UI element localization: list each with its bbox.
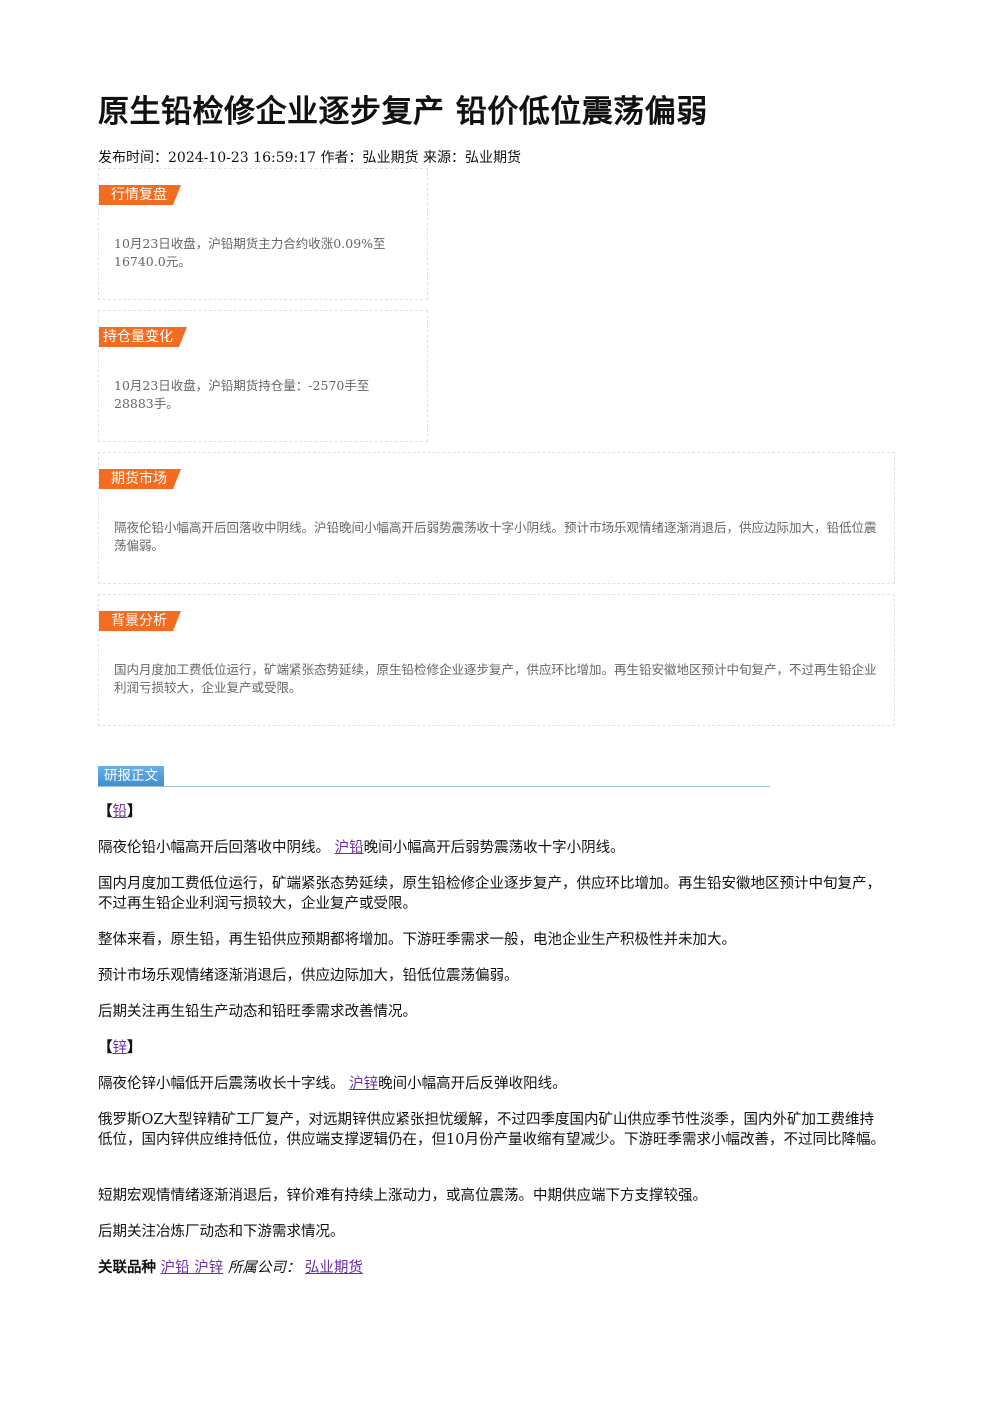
report-section-title: 研报正文 xyxy=(98,766,164,786)
lead-paragraph-2: 国内月度加工费低位运行，矿端紧张态势延续，原生铅检修企业逐步复产，供应环比增加。… xyxy=(98,876,881,912)
zinc-paragraph-4: 后期关注冶炼厂动态和下游需求情况。 xyxy=(98,1224,345,1240)
summary-tag: 行情复盘 xyxy=(99,185,181,205)
company-link[interactable]: 弘业期货 xyxy=(304,1260,363,1276)
company-label: 所属公司： xyxy=(227,1260,301,1276)
summary-text: 隔夜伦铅小幅高开后回落收中阴线。沪铅晚间小幅高开后弱势震荡收十字小阴线。预计市场… xyxy=(114,520,877,553)
shanghai-lead-link[interactable]: 沪铅 xyxy=(334,840,364,856)
article-footer: 关联品种 沪铅 沪锌 所属公司： 弘业期货 xyxy=(98,1258,888,1278)
zinc-link[interactable]: 锌 xyxy=(112,1040,128,1056)
zinc-paragraph-2: 俄罗斯OZ大型锌精矿工厂复产，对远期锌供应紧张担忧缓解，不过四季度国内矿山供应季… xyxy=(98,1112,885,1148)
lead-paragraph-1: 隔夜伦铅小幅高开后回落收中阴线。 沪铅晚间小幅高开后弱势震荡收十字小阴线。 xyxy=(98,840,625,856)
related-varieties-link[interactable]: 沪铅 沪锌 xyxy=(160,1260,224,1276)
shanghai-zinc-link[interactable]: 沪锌 xyxy=(349,1076,379,1092)
summary-text: 10月23日收盘，沪铅期货主力合约收涨0.09%至16740.0元。 xyxy=(114,236,386,269)
summary-tag: 背景分析 xyxy=(99,611,181,631)
zinc-heading: 【锌】 xyxy=(98,1039,142,1056)
lead-paragraph-3: 整体来看，原生铅，再生铅供应预期都将增加。下游旺季需求一般，电池企业生产积极性并… xyxy=(98,932,736,948)
lead-paragraph-5: 后期关注再生铅生产动态和铅旺季需求改善情况。 xyxy=(98,1004,417,1020)
summary-text: 国内月度加工费低位运行，矿端紧张态势延续，原生铅检修企业逐步复产，供应环比增加。… xyxy=(114,662,877,695)
related-label: 关联品种 xyxy=(98,1259,156,1276)
summary-text: 10月23日收盘，沪铅期货持仓量：-2570手至28883手。 xyxy=(114,378,370,411)
zinc-paragraph-3: 短期宏观情情绪逐渐消退后，锌价难有持续上涨动力，或高位震荡。中期供应端下方支撑较… xyxy=(98,1188,707,1204)
report-section-header: 研报正文 xyxy=(98,766,770,787)
lead-heading: 【铅】 xyxy=(98,803,142,820)
article-meta: 发布时间：2024-10-23 16:59:17 作者：弘业期货 来源：弘业期货 xyxy=(98,150,521,166)
lead-link[interactable]: 铅 xyxy=(112,804,128,820)
summary-box-futures-market: 期货市场 隔夜伦铅小幅高开后回落收中阴线。沪铅晚间小幅高开后弱势震荡收十字小阴线… xyxy=(98,452,895,584)
summary-tag: 持仓量变化 xyxy=(99,327,187,347)
zinc-paragraph-1: 隔夜伦锌小幅低开后震荡收长十字线。 沪锌晚间小幅高开后反弹收阳线。 xyxy=(98,1076,567,1092)
summary-box-open-interest: 持仓量变化 10月23日收盘，沪铅期货持仓量：-2570手至28883手。 xyxy=(98,310,428,442)
lead-paragraph-4: 预计市场乐观情绪逐渐消退后，供应边际加大，铅低位震荡偏弱。 xyxy=(98,968,519,984)
summary-box-market-review: 行情复盘 10月23日收盘，沪铅期货主力合约收涨0.09%至16740.0元。 xyxy=(98,168,428,300)
summary-box-background: 背景分析 国内月度加工费低位运行，矿端紧张态势延续，原生铅检修企业逐步复产，供应… xyxy=(98,594,895,726)
summary-tag: 期货市场 xyxy=(99,469,181,489)
article-title: 原生铅检修企业逐步复产 铅价低位震荡偏弱 xyxy=(98,94,708,130)
